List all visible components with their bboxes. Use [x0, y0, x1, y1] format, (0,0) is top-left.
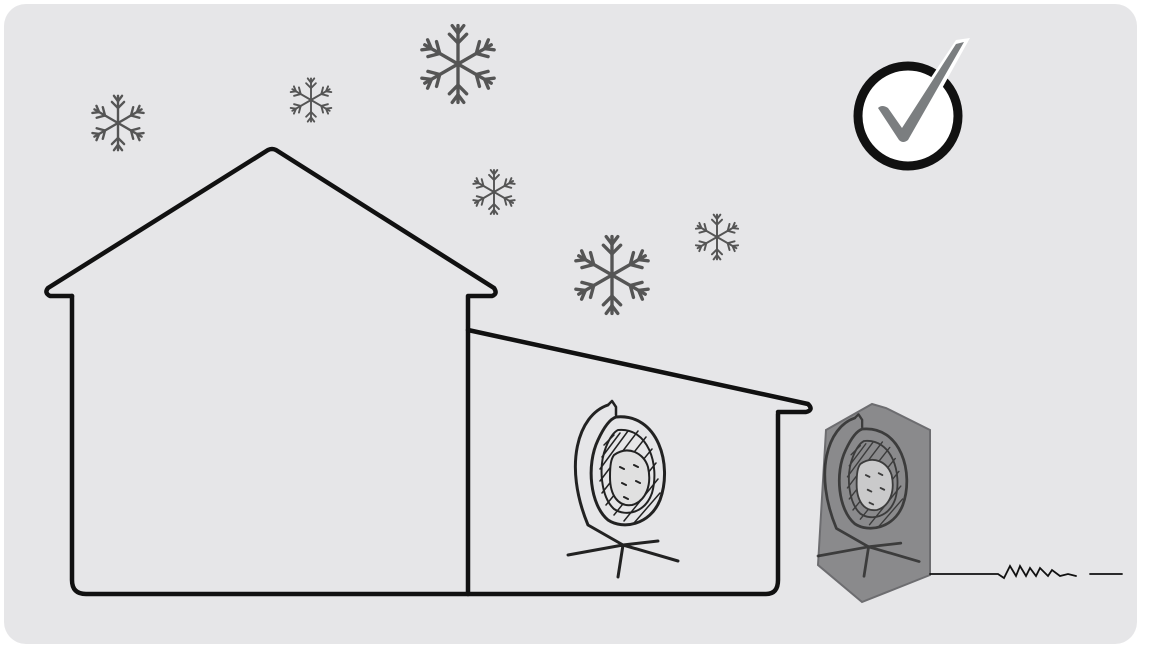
egg-chair-indoor [568, 401, 678, 577]
checkmark-icon [858, 38, 970, 166]
snowflake-icon [420, 26, 495, 103]
snowflake-icon [91, 96, 144, 150]
snowflake-icon [574, 237, 649, 314]
storage-instruction-diagram [4, 4, 1137, 644]
illustration-panel [4, 4, 1137, 644]
ground-line [930, 566, 1122, 578]
house-outline [46, 149, 810, 594]
snowflakes [91, 26, 739, 314]
egg-chair-covered [818, 404, 930, 602]
snowflake-icon [472, 170, 515, 214]
snowflake-icon [695, 215, 739, 260]
snowflake-icon [290, 78, 332, 121]
